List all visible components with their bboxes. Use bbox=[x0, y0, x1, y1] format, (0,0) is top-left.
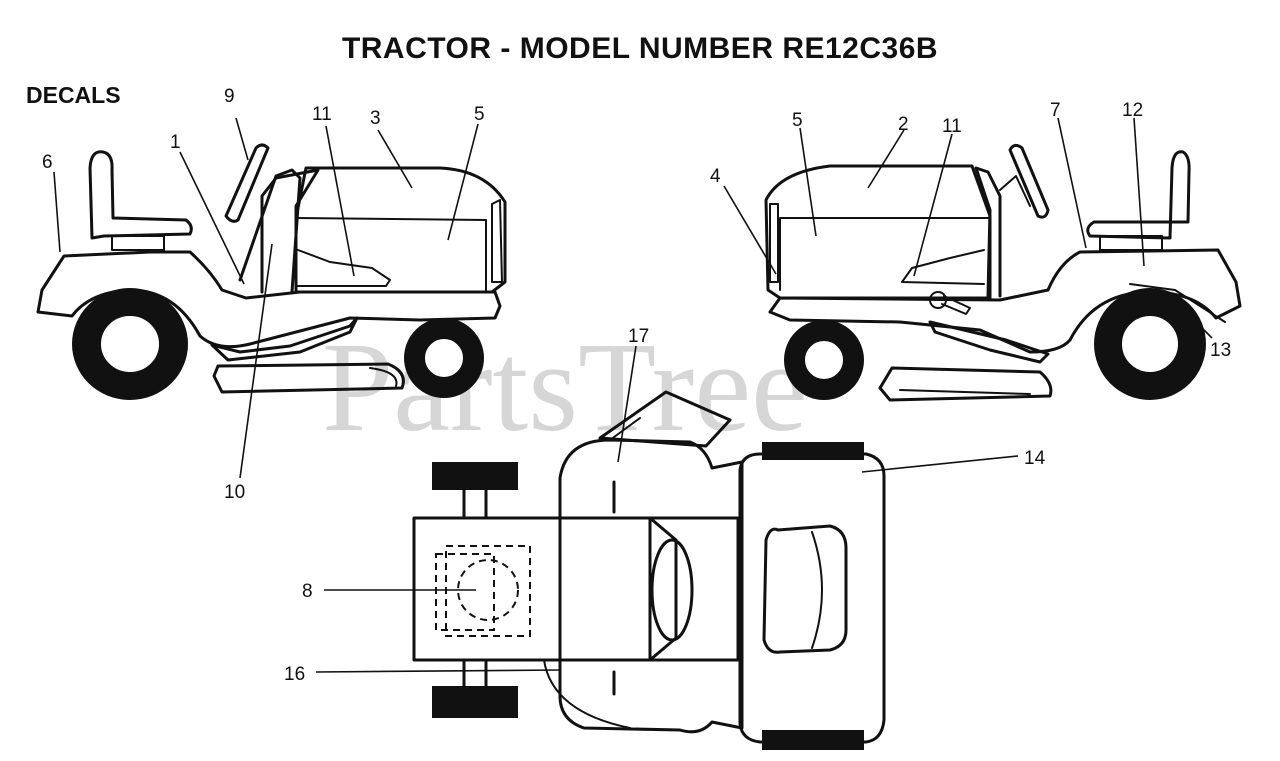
hood-left bbox=[294, 166, 507, 294]
decal-outline-b bbox=[445, 545, 531, 637]
seat-left bbox=[88, 150, 193, 240]
leader-5-right bbox=[799, 127, 817, 237]
leader-17 bbox=[617, 345, 637, 463]
leader-3 bbox=[377, 129, 413, 189]
grille-left bbox=[491, 199, 503, 283]
deck-chute-left bbox=[369, 367, 398, 387]
leader-14 bbox=[861, 455, 1019, 473]
deck-arc-top bbox=[543, 659, 631, 729]
front-tire-top-upper bbox=[432, 462, 518, 490]
deck-chute-right bbox=[899, 389, 1031, 395]
callout-17: 17 bbox=[628, 326, 649, 347]
leader-lines bbox=[53, 117, 1213, 673]
lift-lever-right bbox=[941, 295, 971, 315]
steering-column-right bbox=[999, 175, 1031, 207]
callout-10: 10 bbox=[224, 482, 245, 503]
front-hub-right bbox=[803, 339, 845, 381]
callout-4: 4 bbox=[710, 166, 721, 187]
leader-7 bbox=[1057, 117, 1087, 249]
dash-panel-top bbox=[650, 538, 694, 642]
leader-13 bbox=[1173, 299, 1213, 339]
grille-right bbox=[769, 203, 779, 283]
callout-8: 8 bbox=[302, 581, 313, 602]
leader-5-left bbox=[447, 123, 479, 241]
mower-deck-left bbox=[212, 362, 405, 394]
hood-crease-left bbox=[295, 217, 487, 293]
callout-3: 3 bbox=[370, 108, 381, 129]
leader-1 bbox=[179, 151, 245, 285]
leader-12 bbox=[1133, 117, 1145, 267]
decal-outline-circle bbox=[457, 559, 519, 621]
footrest-right bbox=[928, 320, 1050, 364]
tractor-left-side-view bbox=[36, 143, 507, 400]
callout-7: 7 bbox=[1050, 100, 1061, 121]
seat-base-left bbox=[111, 235, 165, 251]
rear-hub-right bbox=[1120, 314, 1180, 374]
hood-right bbox=[764, 164, 992, 300]
seat-right bbox=[1086, 150, 1191, 240]
callout-5-right: 5 bbox=[792, 110, 803, 131]
side-panel-right bbox=[901, 249, 985, 285]
leader-2 bbox=[867, 129, 905, 189]
callout-6: 6 bbox=[42, 152, 53, 173]
fuel-cap-right bbox=[929, 291, 947, 309]
callout-11-left: 11 bbox=[312, 104, 332, 125]
footrest-left bbox=[210, 316, 359, 362]
diagram-title: TRACTOR - MODEL NUMBER RE12C36B bbox=[341, 32, 939, 65]
steering-spoke-top bbox=[609, 417, 641, 441]
dash-body-top bbox=[558, 438, 744, 734]
leader-11-right bbox=[913, 133, 953, 277]
callout-9: 9 bbox=[224, 86, 235, 107]
rear-hub-left bbox=[99, 314, 161, 374]
rear-tire-top-lower bbox=[762, 730, 864, 750]
seat-back-top bbox=[811, 531, 823, 649]
leader-4 bbox=[723, 185, 777, 275]
steering-wheel-right bbox=[1008, 143, 1050, 219]
rear-body-top bbox=[738, 452, 886, 744]
callout-numbers: 6 1 9 11 3 5 10 4 5 2 11 7 12 13 17 14 8… bbox=[42, 86, 1231, 685]
steering-column-left bbox=[238, 168, 302, 294]
callout-11-right: 11 bbox=[942, 116, 962, 137]
fender-stripe-right bbox=[1129, 283, 1226, 323]
hood-neck-top bbox=[648, 516, 740, 662]
leader-9 bbox=[235, 117, 249, 161]
callout-13: 13 bbox=[1210, 340, 1231, 361]
steering-wheel-left bbox=[224, 143, 270, 223]
leader-11-left bbox=[325, 125, 355, 277]
leader-6 bbox=[53, 171, 61, 253]
seat-top bbox=[762, 524, 848, 654]
callout-2: 2 bbox=[898, 114, 909, 135]
section-label: DECALS bbox=[26, 82, 121, 108]
callout-5-left: 5 bbox=[474, 104, 485, 125]
callout-1: 1 bbox=[170, 132, 181, 153]
tractor-top-view bbox=[412, 390, 886, 750]
decal-outline-a bbox=[435, 553, 495, 631]
rear-tire-top-upper bbox=[762, 442, 864, 460]
tractor-right-side-view bbox=[764, 143, 1242, 402]
leader-10 bbox=[239, 243, 273, 479]
leader-16 bbox=[315, 669, 561, 673]
front-hub-left bbox=[423, 337, 465, 379]
side-panel-left bbox=[297, 249, 391, 287]
callout-12: 12 bbox=[1122, 100, 1143, 121]
front-tire-top-lower bbox=[432, 686, 518, 718]
mower-deck-right bbox=[878, 366, 1053, 402]
steering-wheel-top bbox=[598, 390, 732, 448]
callout-16: 16 bbox=[284, 664, 305, 685]
callout-14: 14 bbox=[1024, 448, 1046, 469]
engine-hood-top bbox=[412, 516, 652, 662]
hood-crease-right bbox=[779, 217, 989, 291]
